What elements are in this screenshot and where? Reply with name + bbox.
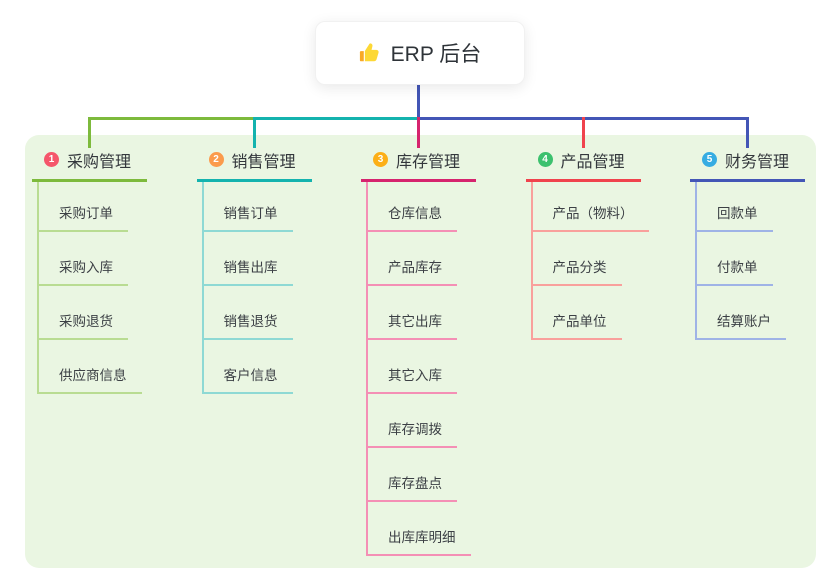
child-item[interactable]: 产品库存 [366, 232, 457, 286]
child-item[interactable]: 采购订单 [37, 182, 128, 232]
connector-drop [581, 117, 585, 148]
branch-children: 采购订单采购入库采购退货供应商信息 [37, 182, 192, 394]
child-item[interactable]: 其它入库 [366, 340, 457, 394]
root-node[interactable]: ERP 后台 [315, 21, 525, 85]
connector-bus-segment [88, 117, 256, 120]
connector-drop [88, 117, 91, 148]
child-item[interactable]: 采购退货 [37, 286, 128, 340]
child-item[interactable]: 库存调拨 [366, 394, 457, 448]
branch-header[interactable]: 3 库存管理 [361, 148, 476, 182]
branch-children: 仓库信息产品库存其它出库其它入库库存调拨库存盘点出库库明细 [366, 182, 521, 556]
root-connector [417, 82, 420, 120]
child-item[interactable]: 产品单位 [530, 286, 622, 340]
branch-number-badge: 4 [537, 152, 553, 167]
branch-number-badge: 1 [44, 152, 59, 167]
branch-header[interactable]: 2 销售管理 [196, 148, 312, 182]
connector-drop [252, 117, 256, 148]
branch-children: 销售订单销售出库销售退货客户信息 [201, 182, 357, 394]
child-item[interactable]: 销售出库 [201, 232, 293, 286]
branch-header[interactable]: 4 产品管理 [525, 148, 641, 182]
child-item[interactable]: 销售退货 [201, 286, 293, 340]
branch-children: 回款单付款单结算账户 [695, 182, 839, 340]
connector-drop [417, 117, 420, 148]
child-item[interactable]: 采购入库 [37, 232, 128, 286]
child-item[interactable]: 其它出库 [366, 286, 457, 340]
branch-header[interactable]: 1 采购管理 [32, 148, 147, 182]
branch-title: 销售管理 [231, 153, 296, 171]
branch-title: 采购管理 [67, 153, 132, 171]
child-item[interactable]: 付款单 [695, 232, 773, 286]
content-panel [25, 135, 816, 568]
child-item[interactable]: 产品分类 [530, 232, 622, 286]
child-item[interactable]: 回款单 [695, 182, 773, 232]
branch-spine [37, 182, 39, 394]
branch-column: 4 产品管理产品（物料）产品分类产品单位 [525, 148, 686, 340]
connector-drop [746, 117, 749, 148]
child-item[interactable]: 结算账户 [695, 286, 786, 340]
child-item[interactable]: 库存盘点 [366, 448, 457, 502]
child-item[interactable]: 销售订单 [201, 182, 293, 232]
child-item[interactable]: 供应商信息 [37, 340, 142, 394]
child-item[interactable]: 仓库信息 [366, 182, 457, 232]
branch-spine [530, 182, 533, 340]
branch-title: 财务管理 [725, 153, 790, 171]
branch-column: 1 采购管理采购订单采购入库采购退货供应商信息 [32, 148, 192, 394]
branch-number-badge: 2 [208, 152, 224, 167]
branch-spine [201, 182, 204, 394]
branch-column: 5 财务管理回款单付款单结算账户 [690, 148, 839, 340]
branch-children: 产品（物料）产品分类产品单位 [530, 182, 686, 340]
branch-spine [695, 182, 697, 340]
branch-number-badge: 5 [702, 152, 717, 167]
child-item[interactable]: 产品（物料） [530, 182, 649, 232]
connector-bus-segment [252, 117, 420, 120]
branch-spine [366, 182, 368, 556]
branch-column: 3 库存管理仓库信息产品库存其它出库其它入库库存调拨库存盘点出库库明细 [361, 148, 521, 556]
branch-title: 库存管理 [396, 153, 461, 171]
child-item[interactable]: 出库库明细 [366, 502, 471, 556]
root-title: ERP 后台 [390, 43, 482, 66]
thumbs-up-icon [359, 43, 379, 62]
branch-column: 2 销售管理销售订单销售出库销售退货客户信息 [196, 148, 357, 394]
branch-header[interactable]: 5 财务管理 [690, 148, 805, 182]
branch-title: 产品管理 [560, 153, 625, 171]
branch-number-badge: 3 [373, 152, 388, 167]
child-item[interactable]: 客户信息 [201, 340, 293, 394]
